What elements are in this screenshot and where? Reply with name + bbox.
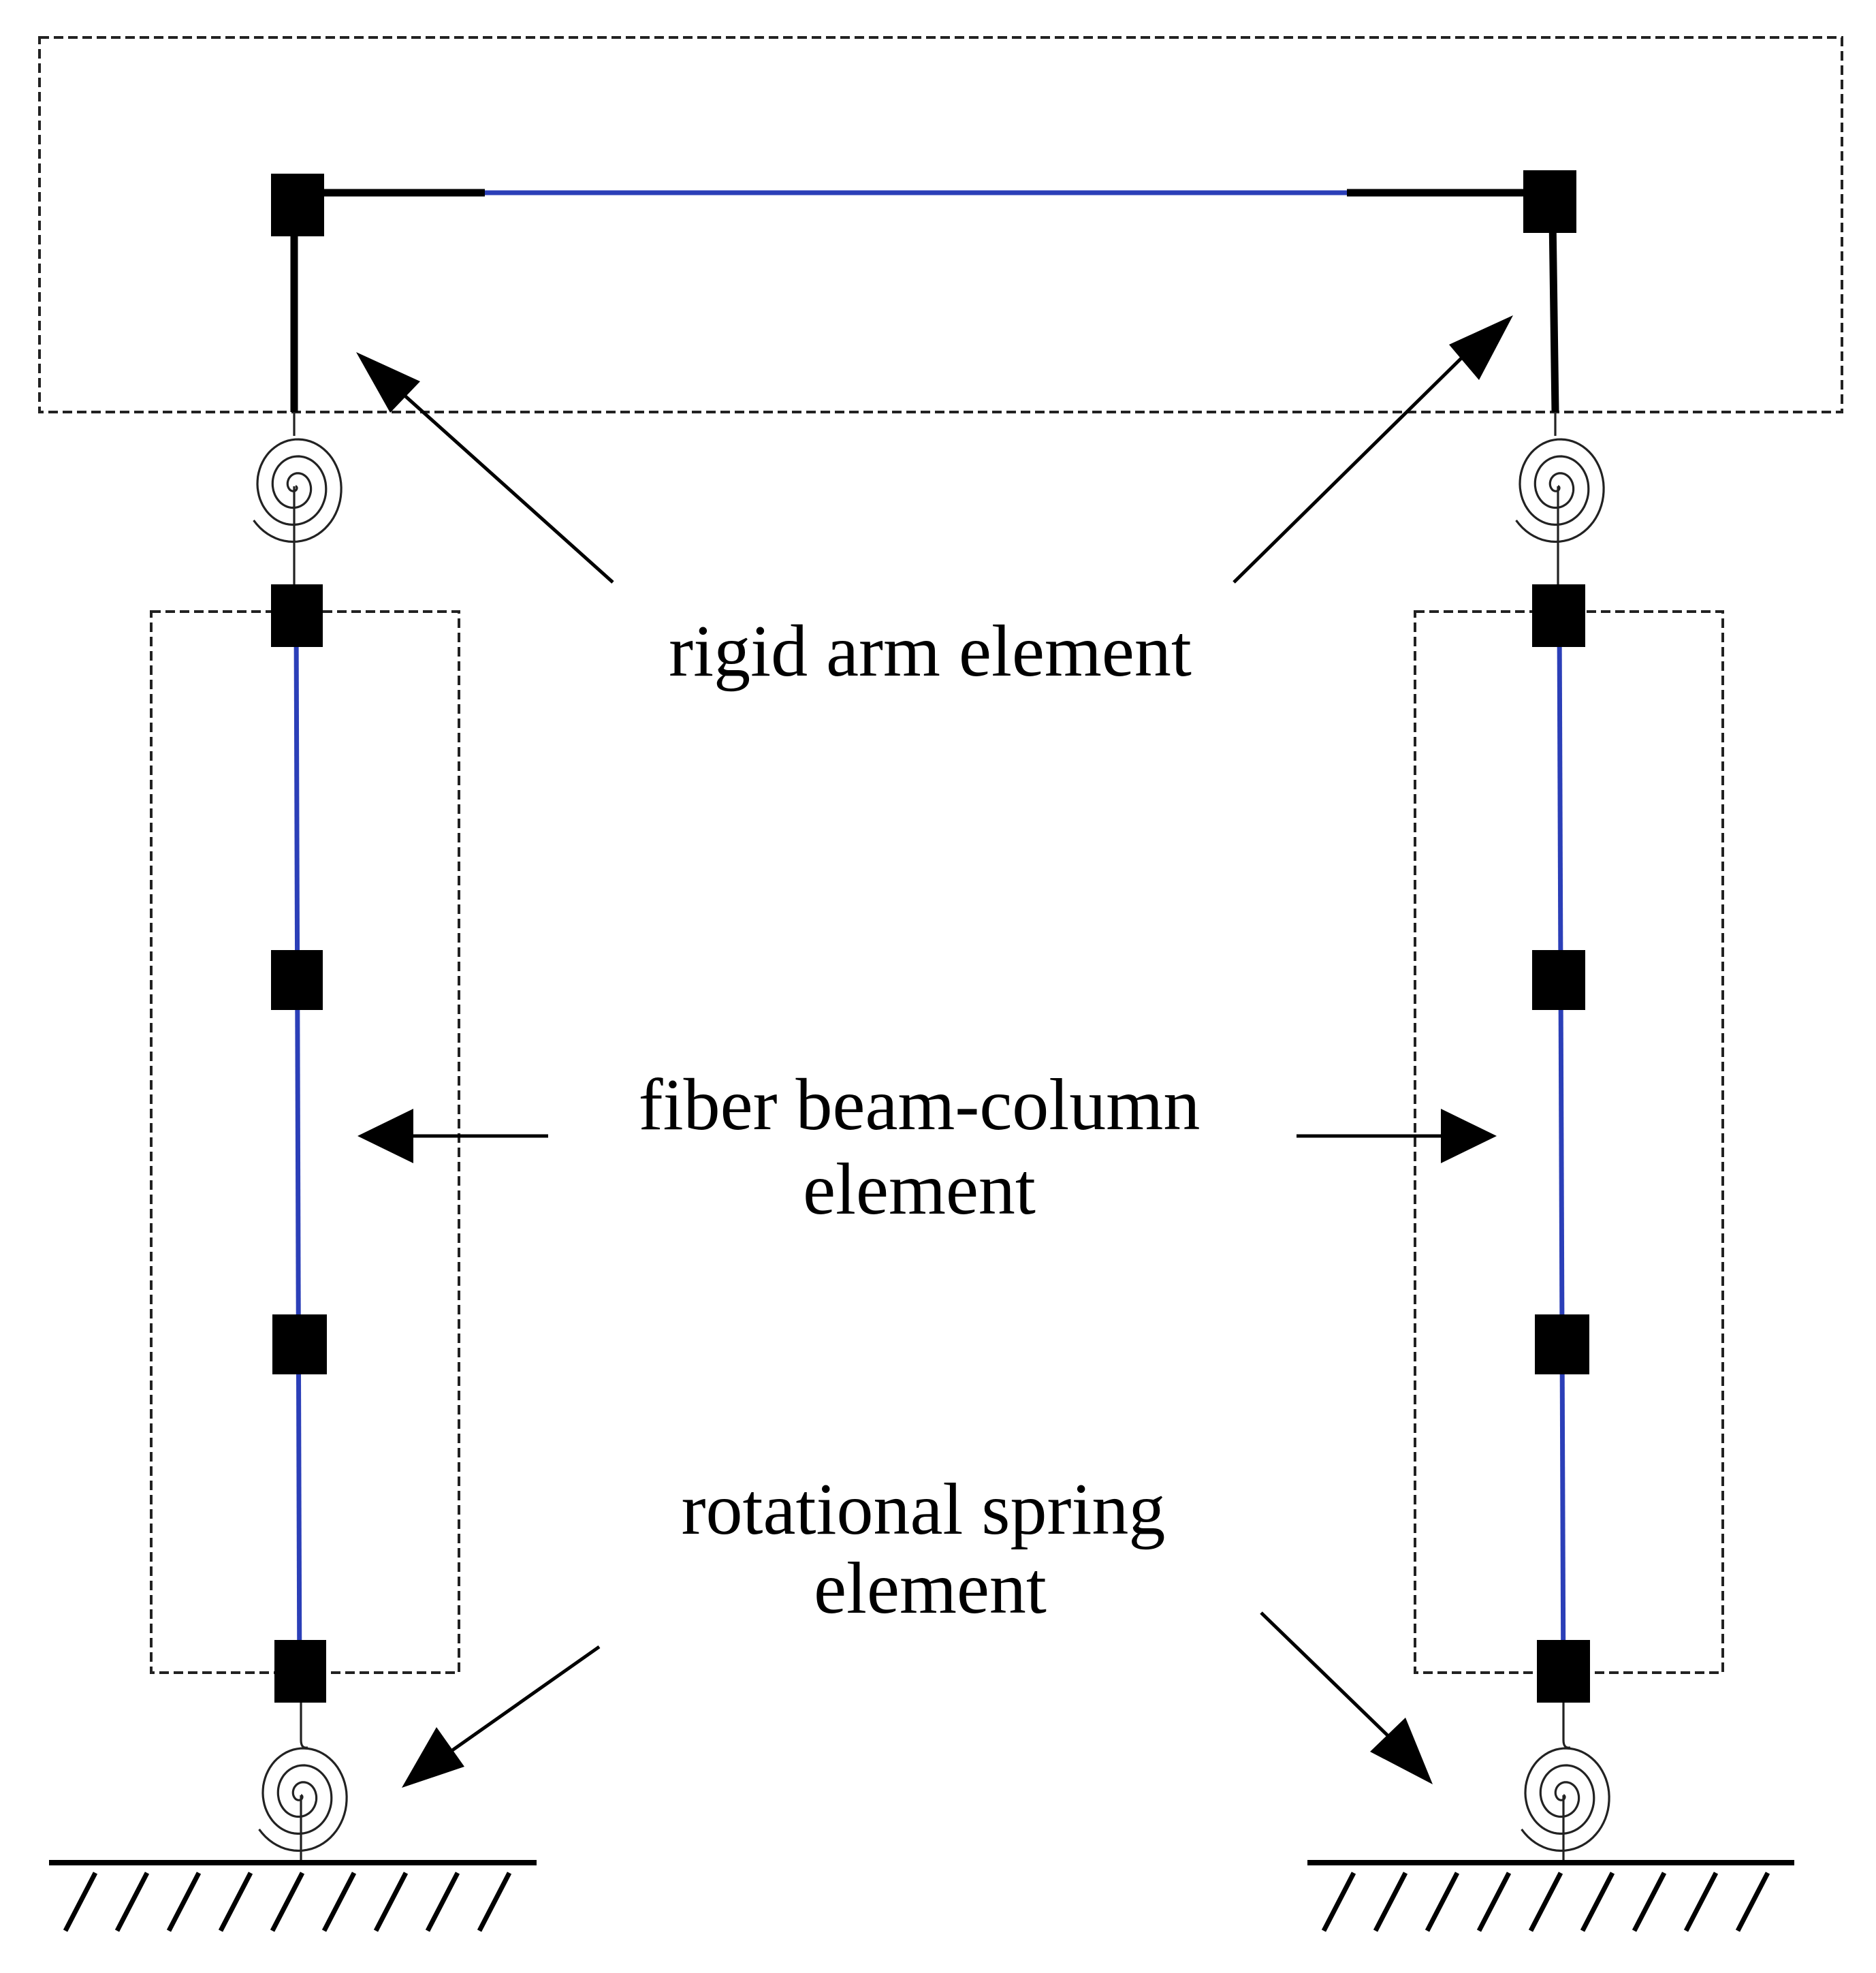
rigid-arm-arrow-left	[356, 352, 614, 584]
right-column-node-bottom	[1537, 1640, 1590, 1703]
ground-hatch-line	[1735, 1872, 1770, 1932]
beam-region-dashed-box	[38, 36, 1843, 413]
left-fixed-support	[49, 1860, 537, 1932]
top-left-rotational-spring	[253, 412, 343, 584]
right-vertical-rigid-arm	[1548, 217, 1559, 413]
ground-hatch-line	[1528, 1872, 1563, 1932]
ground-hatch-line	[1683, 1872, 1719, 1932]
left-column-node-2	[271, 950, 323, 1010]
fiber-arrow-right	[1297, 1109, 1497, 1163]
fiber-label-line2: element	[803, 1149, 1036, 1230]
bottom-left-rotational-spring	[258, 1703, 348, 1863]
spring-label-line2: element	[814, 1548, 1047, 1629]
ground-hatch-line	[1476, 1872, 1512, 1932]
beam-node-left	[271, 174, 324, 236]
right-fixed-support	[1307, 1860, 1794, 1932]
ground-hatch-line	[373, 1872, 409, 1932]
top-right-rotational-spring	[1515, 412, 1605, 584]
rigid-arm-label: rigid arm element	[669, 611, 1192, 692]
fiber-arrow-left	[357, 1109, 548, 1163]
right-column-node-3	[1535, 1314, 1589, 1374]
ground-hatch-line	[425, 1872, 460, 1932]
left-column-node-bottom	[274, 1640, 326, 1703]
ground-hatch-line	[1425, 1872, 1460, 1932]
right-column-node-2	[1532, 950, 1585, 1010]
left-column-node-3	[272, 1314, 327, 1374]
ground-hatch-line	[321, 1872, 357, 1932]
left-column-fiber-element	[293, 616, 302, 1701]
ground-hatch-line	[63, 1872, 98, 1932]
ground-hatch-line	[1373, 1872, 1408, 1932]
ground-hatch-line	[114, 1872, 150, 1932]
bottom-right-rotational-spring	[1521, 1703, 1610, 1863]
right-column-node-top	[1532, 584, 1585, 647]
beam-node-right	[1523, 170, 1576, 233]
fiber-label-line1: fiber beam-column	[639, 1064, 1201, 1146]
ground-hatch-line	[1632, 1872, 1667, 1932]
left-column-node-top	[271, 584, 323, 647]
spring-arrow-left	[402, 1645, 601, 1788]
spring-label-line1: rotational spring	[682, 1469, 1166, 1550]
rigid-arm-arrow-right	[1233, 315, 1513, 584]
right-column-fiber-element	[1557, 616, 1566, 1701]
ground-hatch-line	[218, 1872, 253, 1932]
ground-hatch-line	[1321, 1872, 1356, 1932]
ground-hatch-line	[477, 1872, 512, 1932]
ground-hatch-line	[1580, 1872, 1615, 1932]
ground-hatch-line	[270, 1872, 305, 1932]
ground-hatch-line	[166, 1872, 202, 1932]
spring-arrow-right	[1260, 1611, 1433, 1784]
